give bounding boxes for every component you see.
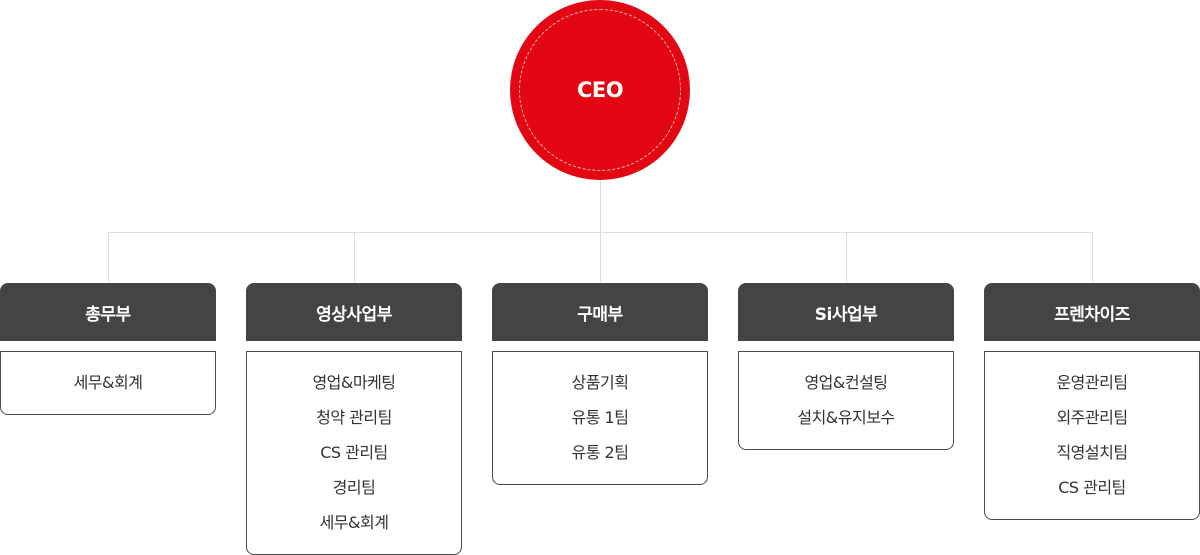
team-item: 세무&회계 [319,513,389,532]
team-item: 영업&마케팅 [312,373,396,392]
team-item: 경리팀 [332,478,376,497]
dept-franchise: 프렌차이즈 운영관리팀 외주관리팀 직영설치팀 CS 관리팀 [984,283,1200,520]
dept-purchasing: 구매부 상품기획 유통 1팀 유통 2팀 [492,283,708,485]
ceo-dashed-ring [519,9,681,171]
team-item: 유통 2팀 [571,443,629,462]
dept-general-affairs: 총무부 세무&회계 [0,283,216,415]
dept-team-box: 영업&마케팅 청약 관리팀 CS 관리팀 경리팀 세무&회계 [246,351,462,555]
team-item: 설치&유지보수 [797,408,895,427]
dept-team-box: 운영관리팀 외주관리팀 직영설치팀 CS 관리팀 [984,351,1200,520]
team-item: 상품기획 [571,373,629,392]
dept-header: 영상사업부 [246,283,462,341]
ceo-label: CEO [576,78,624,102]
dept-video-business: 영상사업부 영업&마케팅 청약 관리팀 CS 관리팀 경리팀 세무&회계 [246,283,462,555]
team-item: CS 관리팀 [320,443,388,462]
dept-header: 총무부 [0,283,216,341]
dept-header: 프렌차이즈 [984,283,1200,341]
dept-team-box: 세무&회계 [0,351,216,415]
team-item: 세무&회계 [73,373,143,392]
team-item: 직영설치팀 [1056,443,1128,462]
dept-si-business: Si사업부 영업&컨설팅 설치&유지보수 [738,283,954,450]
team-item: 청약 관리팀 [316,408,392,427]
dept-team-box: 영업&컨설팅 설치&유지보수 [738,351,954,450]
team-item: 영업&컨설팅 [804,373,888,392]
team-item: 외주관리팀 [1056,408,1128,427]
team-item: 유통 1팀 [571,408,629,427]
team-item: 운영관리팀 [1056,373,1128,392]
dept-team-box: 상품기획 유통 1팀 유통 2팀 [492,351,708,485]
dept-header: 구매부 [492,283,708,341]
ceo-node: CEO [510,0,690,180]
team-item: CS 관리팀 [1058,478,1126,497]
dept-header: Si사업부 [738,283,954,341]
